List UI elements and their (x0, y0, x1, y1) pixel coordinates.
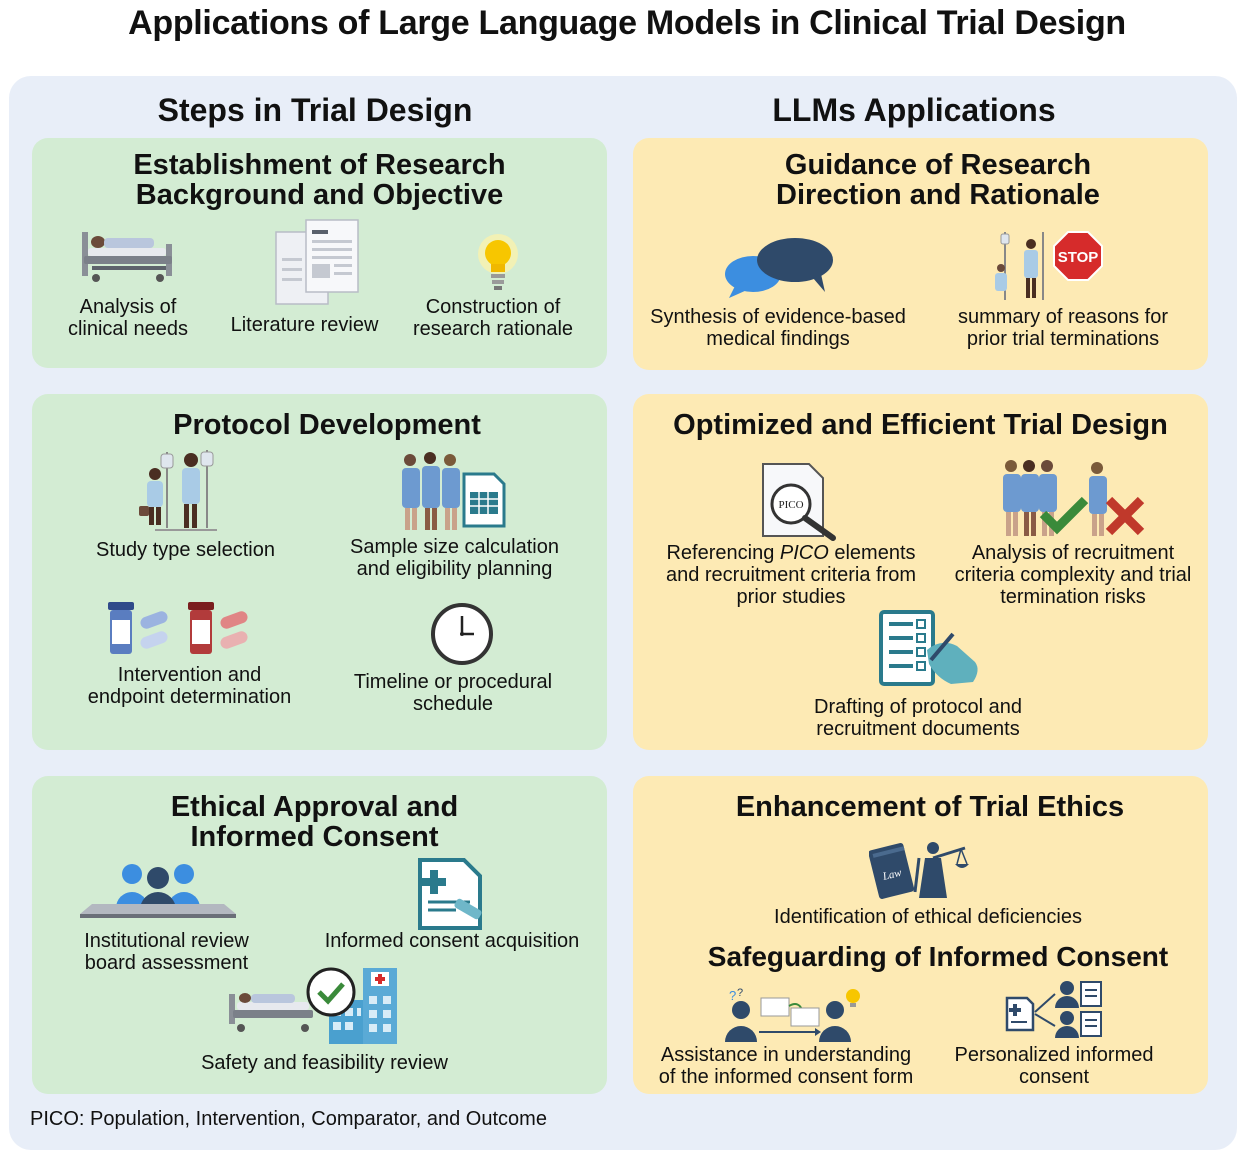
trial-terminations-label: summary of reasons for prior trial termi… (957, 306, 1169, 350)
intervention-endpoint-label: Intervention and endpoint determination (87, 664, 292, 708)
study-type-label: Study type selection (96, 539, 275, 561)
optimized-panel-title: Optimized and Efficient Trial Design (673, 409, 1168, 441)
background-panel-title: Establishment of Research Background and… (133, 149, 506, 211)
ethical-deficiencies-label: Identification of ethical deficiencies (774, 906, 1082, 928)
ethics-enhancement-panel-title: Enhancement of Trial Ethics (735, 791, 1125, 823)
lightbulb-icon (478, 234, 518, 290)
safeguarding-subtitle: Safeguarding of Informed Consent (707, 941, 1169, 972)
checklist-writing-icon (879, 610, 978, 686)
medication-icon (108, 602, 248, 654)
guidance-panel-title: Guidance of Research Direction and Ratio… (776, 149, 1100, 211)
informed-consent-acquisition-label: Informed consent acquisition (324, 930, 580, 952)
ethics-approval-panel-title: Ethical Approval and Informed Consent (170, 791, 459, 853)
safety-feasibility-label: Safety and feasibility review (201, 1052, 448, 1074)
drafting-label: Drafting of protocol and recruitment doc… (814, 696, 1022, 740)
patients-iv-icon (139, 450, 217, 531)
law-book-text: Law (881, 867, 904, 884)
protocol-panel: Protocol Development Study type selectio… (32, 394, 607, 750)
stop-sign-icon: STOP (995, 231, 1103, 300)
pico-referencing-label: Referencing PICO elements and recruitmen… (665, 542, 917, 608)
research-rationale-label: Construction of research rationale (412, 296, 574, 340)
clock-icon (431, 603, 493, 665)
irb-assessment-label: Institutional review board assessment (84, 930, 249, 974)
patients-group (1003, 460, 1107, 536)
check-cross-icon (1003, 460, 1145, 536)
optimized-panel: Optimized and Efficient Trial Design PIC… (633, 394, 1208, 750)
pico-magnifier-icon: PICO (762, 463, 836, 541)
law-justice-icon: Law (869, 842, 969, 899)
clinical-needs-label: Analysis of clinical needs (67, 296, 189, 340)
left-column-heading: Steps in Trial Design (157, 92, 473, 128)
pico-text: PICO (778, 499, 803, 511)
protocol-panel-title: Protocol Development (173, 409, 481, 441)
right-column-heading: LLMs Applications (772, 92, 1056, 128)
background-panel: Establishment of Research Background and… (32, 138, 607, 368)
personalized-consent-label: Personalized informed consent (954, 1044, 1154, 1088)
ethics-approval-panel: Ethical Approval and Informed Consent In… (32, 776, 607, 1094)
patient-group-icon (402, 452, 506, 530)
page-title: Applications of Large Language Models in… (128, 4, 1126, 42)
svg-text:?: ? (729, 988, 736, 1003)
chat-bubbles-icon (725, 238, 833, 298)
consent-form-icon (418, 858, 482, 930)
synthesis-label: Synthesis of evidence-based medical find… (650, 306, 906, 350)
svg-text:?: ? (737, 987, 743, 999)
explain-icon: ? ? (725, 987, 860, 1042)
hospital-check-icon (229, 967, 397, 1044)
footnote: PICO: Population, Intervention, Comparat… (30, 1108, 547, 1130)
personalized-consent-icon (1005, 981, 1102, 1038)
review-board-icon (80, 864, 236, 918)
literature-review-label: Literature review (230, 314, 379, 336)
recruitment-risk-label: Analysis of recruitment criteria complex… (954, 542, 1192, 608)
sample-size-label: Sample size calculation and eligibility … (350, 536, 559, 580)
stop-sign-text: STOP (1058, 249, 1099, 266)
timeline-label: Timeline or procedural schedule (353, 671, 553, 715)
document-icon (275, 219, 359, 305)
ethics-enhancement-panel: Enhancement of Trial Ethics Law Identifi… (633, 776, 1208, 1094)
understanding-form-label: Assistance in understanding of the infor… (658, 1044, 914, 1088)
hospital-bed-icon (82, 232, 172, 282)
guidance-panel: Guidance of Research Direction and Ratio… (633, 138, 1208, 370)
